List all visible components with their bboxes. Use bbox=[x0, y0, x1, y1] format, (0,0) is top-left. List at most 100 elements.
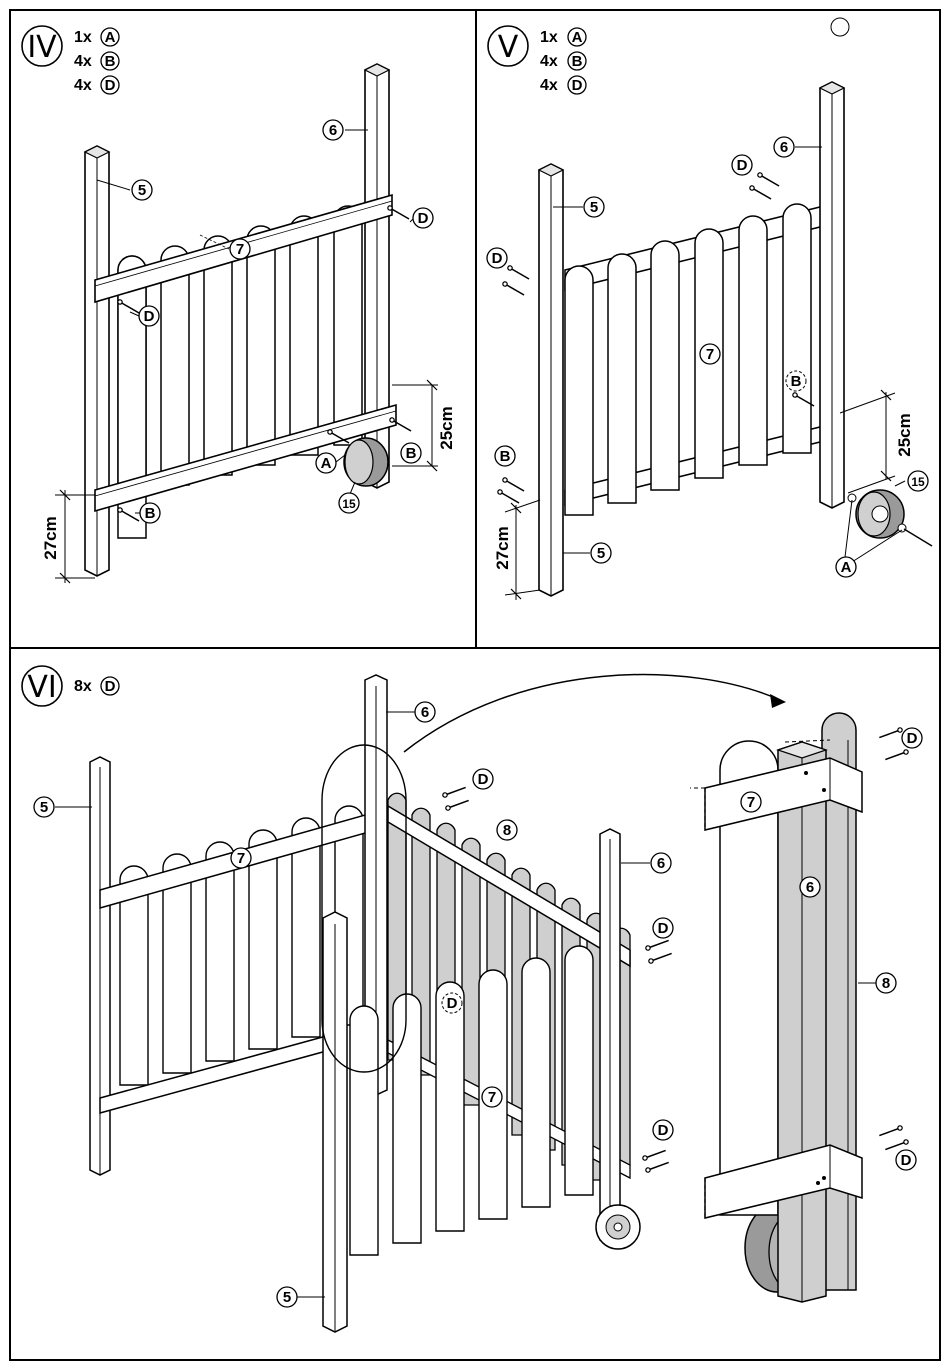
parts-qty: 4x bbox=[74, 77, 92, 94]
svg-text:D: D bbox=[492, 250, 503, 267]
callout-screw-d: D bbox=[139, 306, 159, 326]
wheel-15-iv bbox=[344, 438, 388, 486]
dimension-25cm-v: 25cm bbox=[840, 390, 914, 493]
callout-screw-d: D bbox=[442, 993, 462, 1013]
svg-text:6: 6 bbox=[657, 855, 665, 872]
callout-screw-d: D bbox=[413, 208, 433, 228]
svg-text:15: 15 bbox=[911, 475, 925, 489]
callout-part-5: 5 bbox=[277, 1287, 297, 1307]
step-badge-iv: IV bbox=[22, 26, 62, 66]
panel-v: V 1x A 4x B 4x D bbox=[487, 18, 932, 600]
callout-screw-d: D bbox=[487, 248, 507, 268]
callout-part-8: 8 bbox=[497, 820, 517, 840]
callout-zoom-part-6: 6 bbox=[800, 877, 820, 897]
parts-list-vi: 8x D bbox=[74, 677, 119, 695]
callout-part-7: 7 bbox=[231, 848, 251, 868]
parts-qty: 1x bbox=[74, 29, 92, 46]
part-letter: D bbox=[105, 678, 116, 695]
svg-text:5: 5 bbox=[138, 182, 146, 199]
callout-screw-b: B bbox=[495, 446, 515, 466]
callout-part-5: 5 bbox=[34, 797, 54, 817]
callout-screw-d: D bbox=[653, 1120, 673, 1140]
callout-screw-d: D bbox=[732, 155, 752, 175]
callout-zoom-part-8: 8 bbox=[876, 973, 896, 993]
svg-text:7: 7 bbox=[236, 241, 244, 258]
svg-text:5: 5 bbox=[597, 545, 605, 562]
panel-iv: IV 1x A 4x B 4x D bbox=[22, 26, 456, 583]
parts-qty: 1x bbox=[540, 29, 558, 46]
callout-part-15: 15 bbox=[908, 471, 928, 491]
fence-drawing-iv: 25cm 27cm bbox=[41, 64, 456, 583]
parts-qty: 4x bbox=[540, 53, 558, 70]
svg-text:VI: VI bbox=[27, 670, 56, 705]
svg-text:D: D bbox=[144, 308, 155, 325]
svg-text:A: A bbox=[321, 455, 332, 472]
parts-qty: 4x bbox=[74, 53, 92, 70]
callout-screw-b: B bbox=[140, 503, 160, 523]
svg-text:D: D bbox=[447, 995, 458, 1012]
parts-list-v: 1x A 4x B 4x D bbox=[540, 28, 586, 94]
svg-text:D: D bbox=[418, 210, 429, 227]
callout-screw-b: B bbox=[401, 443, 421, 463]
svg-text:15: 15 bbox=[342, 497, 356, 511]
part-letter: B bbox=[572, 53, 583, 70]
svg-text:7: 7 bbox=[706, 346, 714, 363]
callout-zoom-part-7: 7 bbox=[741, 792, 761, 812]
svg-text:25cm: 25cm bbox=[895, 413, 914, 456]
callout-part-5: 5 bbox=[591, 543, 611, 563]
svg-text:6: 6 bbox=[780, 139, 788, 156]
step-badge-v: V bbox=[488, 26, 528, 66]
svg-text:D: D bbox=[737, 157, 748, 174]
part-letter: A bbox=[105, 29, 116, 46]
svg-text:D: D bbox=[658, 1122, 669, 1139]
fence-drawing-v: 25cm 27cm bbox=[493, 82, 932, 600]
callout-screw-b: B bbox=[786, 371, 806, 391]
panel-vi: VI 8x D bbox=[22, 666, 922, 1332]
svg-text:B: B bbox=[791, 373, 802, 390]
fence-drawing-vi bbox=[55, 675, 786, 1332]
svg-text:25cm: 25cm bbox=[437, 406, 456, 449]
svg-text:27cm: 27cm bbox=[493, 526, 512, 569]
svg-text:5: 5 bbox=[590, 199, 598, 216]
callout-screw-d: D bbox=[473, 769, 493, 789]
svg-text:5: 5 bbox=[283, 1289, 291, 1306]
svg-text:6: 6 bbox=[329, 122, 337, 139]
svg-text:D: D bbox=[901, 1152, 912, 1169]
callout-part-6: 6 bbox=[415, 702, 435, 722]
svg-text:B: B bbox=[406, 445, 417, 462]
callout-part-6: 6 bbox=[323, 120, 343, 140]
post-5-iv bbox=[85, 146, 109, 576]
callout-part-7: 7 bbox=[230, 239, 250, 259]
svg-text:IV: IV bbox=[27, 30, 57, 65]
step-badge-vi: VI bbox=[22, 666, 62, 706]
svg-text:27cm: 27cm bbox=[41, 516, 60, 559]
zoom-detail bbox=[690, 713, 909, 1302]
svg-text:A: A bbox=[841, 559, 852, 576]
svg-text:7: 7 bbox=[488, 1089, 496, 1106]
part-letter: A bbox=[572, 29, 583, 46]
wheel-vi bbox=[596, 1205, 640, 1249]
parts-qty: 4x bbox=[540, 77, 558, 94]
svg-text:D: D bbox=[907, 730, 918, 747]
dimension-27cm-v: 27cm bbox=[493, 500, 540, 600]
svg-text:7: 7 bbox=[747, 794, 755, 811]
zoom-arrow bbox=[404, 675, 780, 752]
callout-washer-a: A bbox=[316, 453, 336, 473]
part-letter: B bbox=[105, 53, 116, 70]
callout-part-5: 5 bbox=[584, 197, 604, 217]
callout-zoom-screw-d: D bbox=[902, 728, 922, 748]
parts-qty: 8x bbox=[74, 678, 92, 695]
callout-screw-d: D bbox=[653, 918, 673, 938]
callout-part-7: 7 bbox=[482, 1087, 502, 1107]
callout-zoom-screw-d: D bbox=[896, 1150, 916, 1170]
part-letter: D bbox=[572, 77, 583, 94]
callout-part-6: 6 bbox=[774, 137, 794, 157]
svg-text:5: 5 bbox=[40, 799, 48, 816]
part-letter: D bbox=[105, 77, 116, 94]
page-marker-circle bbox=[831, 18, 849, 36]
callout-washer-a: A bbox=[836, 557, 856, 577]
callout-part-5: 5 bbox=[132, 180, 152, 200]
callout-part-6: 6 bbox=[651, 853, 671, 873]
svg-text:8: 8 bbox=[882, 975, 890, 992]
